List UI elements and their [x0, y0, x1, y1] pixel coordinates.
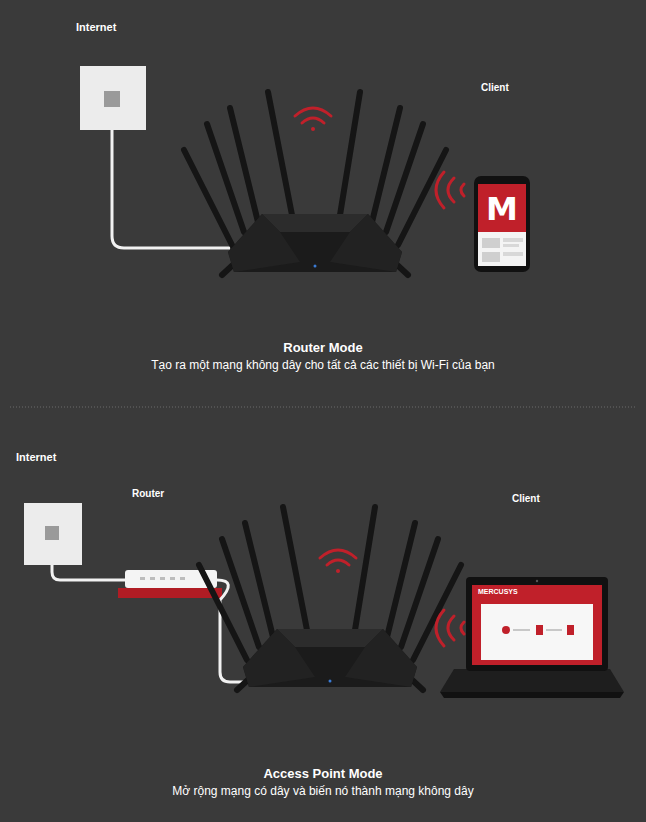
place-label: Internet — [16, 451, 56, 464]
mode-caption: Mở rộng mạng có dây và biến nó thành mạn… — [0, 784, 646, 798]
place-label: Client — [481, 82, 509, 94]
mode-title: Access Point Mode — [0, 766, 646, 782]
mode-title: Router Mode — [0, 340, 646, 356]
screen-logo: M — [478, 190, 526, 228]
place-label: Internet — [76, 21, 116, 34]
place-label: Router — [132, 488, 164, 500]
screen-brand: MERCUSYS — [478, 588, 518, 596]
mode-caption: Tạo ra một mạng không dây cho tất cả các… — [0, 358, 646, 372]
place-label: Client — [512, 493, 540, 505]
